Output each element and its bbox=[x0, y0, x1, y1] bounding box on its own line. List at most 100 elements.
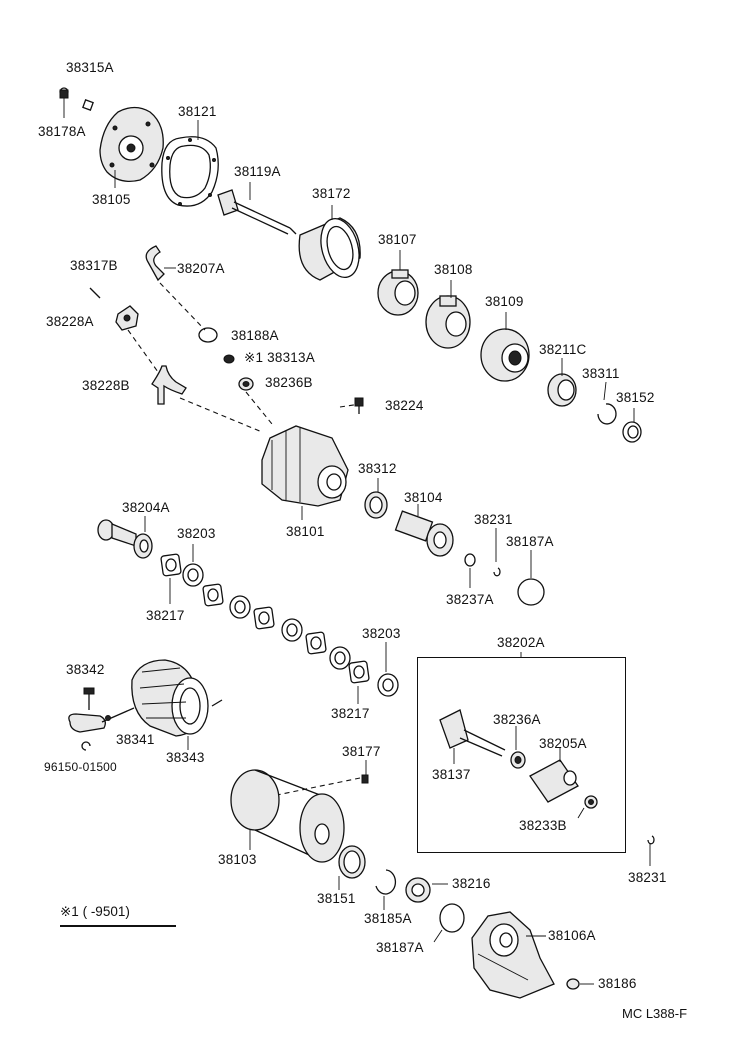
part-38107-icon bbox=[377, 250, 419, 316]
part-38311-icon bbox=[597, 381, 617, 425]
part-38172-icon bbox=[298, 205, 361, 281]
label-38341: 38341 bbox=[116, 732, 155, 747]
part-38188A-icon bbox=[198, 327, 218, 343]
part-38187A-bottom-icon bbox=[433, 903, 465, 943]
part-38341-icon bbox=[68, 707, 135, 733]
part-38207A-icon bbox=[145, 245, 176, 282]
part-38313A-icon bbox=[223, 354, 235, 364]
part-38106A-icon bbox=[471, 911, 555, 999]
label-38186: 38186 bbox=[598, 976, 637, 991]
part-38317B-icon bbox=[89, 287, 101, 299]
label-38312: 38312 bbox=[358, 461, 397, 476]
label-38104: 38104 bbox=[404, 490, 443, 505]
part-38236B-icon bbox=[238, 377, 254, 391]
label-38202A: 38202A bbox=[497, 635, 545, 650]
part-38211C-icon bbox=[547, 358, 577, 407]
label-38177: 38177 bbox=[342, 744, 381, 759]
label-38315A: 38315A bbox=[66, 60, 114, 75]
label-38237A: 38237A bbox=[446, 592, 494, 607]
part-38315A-icon bbox=[82, 99, 94, 111]
label-38152: 38152 bbox=[616, 390, 655, 405]
label-38205A: 38205A bbox=[539, 736, 587, 751]
label-38119A: 38119A bbox=[234, 164, 281, 179]
part-38105-icon bbox=[99, 106, 164, 188]
part-38224-icon bbox=[354, 397, 364, 414]
part-38178A-icon bbox=[59, 87, 69, 118]
label-38101: 38101 bbox=[286, 524, 325, 539]
label-38233B: 38233B bbox=[519, 818, 567, 833]
label-38207A: 38207A bbox=[177, 261, 225, 276]
label-38172: 38172 bbox=[312, 186, 351, 201]
part-38231-clip-icon bbox=[493, 528, 501, 577]
part-38101-icon bbox=[261, 425, 349, 520]
label-38204A: 38204A bbox=[122, 500, 170, 515]
label-38217-lower: 38217 bbox=[331, 706, 370, 721]
sub-assembly-box-38202A bbox=[417, 657, 626, 853]
part-38121-icon bbox=[161, 120, 219, 207]
part-38109-icon bbox=[480, 312, 530, 382]
applicability-legend: ※1 ( -9501) bbox=[60, 904, 130, 919]
label-38187A-lower: 38187A bbox=[376, 940, 424, 955]
label-38313A: ※1 38313A bbox=[244, 350, 315, 365]
label-38216: 38216 bbox=[452, 876, 491, 891]
part-38236A-icon bbox=[510, 726, 526, 769]
part-38205A-icon bbox=[529, 748, 579, 803]
label-38121: 38121 bbox=[178, 104, 217, 119]
label-38103: 38103 bbox=[218, 852, 257, 867]
part-38185A-icon bbox=[375, 869, 397, 910]
part-38237A-icon bbox=[464, 553, 476, 588]
label-38236A: 38236A bbox=[493, 712, 541, 727]
part-38119A-icon bbox=[217, 182, 297, 235]
label-38109: 38109 bbox=[485, 294, 524, 309]
part-38151-icon bbox=[338, 845, 366, 890]
label-38137: 38137 bbox=[432, 767, 471, 782]
label-38228B: 38228B bbox=[82, 378, 130, 393]
label-38203-lower: 38203 bbox=[362, 626, 401, 641]
label-38231-upper: 38231 bbox=[474, 512, 513, 527]
part-38343-icon bbox=[131, 659, 223, 750]
part-38187A-ring-icon bbox=[517, 550, 545, 606]
part-38342-icon bbox=[83, 687, 95, 710]
part-38231-right-icon bbox=[647, 835, 655, 866]
part-38108-icon bbox=[425, 280, 471, 349]
label-38151: 38151 bbox=[317, 891, 356, 906]
part-38186-icon bbox=[566, 978, 594, 990]
part-38216-icon bbox=[405, 877, 448, 903]
clutch-plate-stack-icon bbox=[160, 544, 399, 704]
part-38312-icon bbox=[364, 478, 388, 519]
label-96150-01500: 96150-01500 bbox=[44, 760, 117, 774]
label-38107: 38107 bbox=[378, 232, 417, 247]
label-38224: 38224 bbox=[385, 398, 424, 413]
label-38185A: 38185A bbox=[364, 911, 412, 926]
part-38177-icon bbox=[361, 760, 369, 784]
drawing-code: MC L388-F bbox=[622, 1006, 688, 1021]
label-38108: 38108 bbox=[434, 262, 473, 277]
label-38342: 38342 bbox=[66, 662, 105, 677]
label-38231-lower: 38231 bbox=[628, 870, 667, 885]
label-38106A: 38106A bbox=[548, 928, 596, 943]
part-38103-icon bbox=[230, 769, 345, 863]
label-38311: 38311 bbox=[582, 366, 620, 381]
label-38188A: 38188A bbox=[231, 328, 279, 343]
part-96150-icon bbox=[81, 741, 91, 751]
part-38137-icon bbox=[439, 709, 506, 764]
label-38211C: 38211C bbox=[539, 342, 587, 357]
part-38228A-icon bbox=[115, 305, 139, 331]
part-38152-icon bbox=[622, 408, 642, 443]
part-38233B-icon bbox=[577, 795, 598, 819]
label-38203-upper: 38203 bbox=[177, 526, 216, 541]
part-38204A-icon bbox=[97, 516, 153, 559]
label-38105: 38105 bbox=[92, 192, 131, 207]
part-38104-icon bbox=[394, 504, 454, 557]
label-38236B: 38236B bbox=[265, 375, 313, 390]
part-38228B-icon bbox=[151, 365, 187, 405]
label-38228A: 38228A bbox=[46, 314, 94, 329]
label-38317B: 38317B bbox=[70, 258, 118, 273]
legend-underline bbox=[60, 925, 176, 927]
label-38343: 38343 bbox=[166, 750, 205, 765]
label-38178A: 38178A bbox=[38, 124, 86, 139]
label-38217-upper: 38217 bbox=[146, 608, 185, 623]
label-38187A-upper: 38187A bbox=[506, 534, 554, 549]
